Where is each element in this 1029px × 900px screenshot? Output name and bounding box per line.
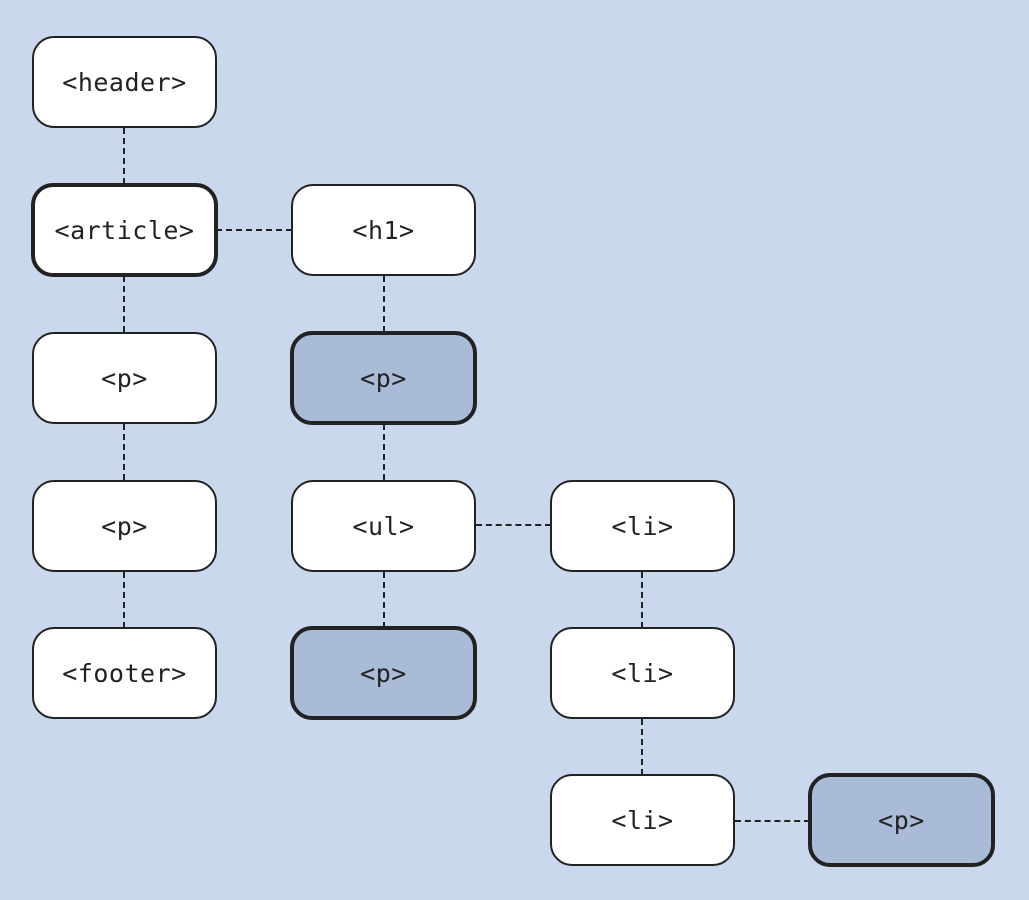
node-footer: <footer>: [32, 627, 217, 719]
connector-li-li-2: [641, 719, 643, 775]
node-li-3: <li>: [550, 774, 735, 866]
node-p-highlighted-2-label: <p>: [360, 658, 407, 688]
connector-ul-p: [383, 572, 385, 628]
node-h1-label: <h1>: [352, 215, 415, 245]
node-footer-label: <footer>: [62, 658, 187, 688]
node-p-1: <p>: [32, 332, 217, 424]
node-p-2: <p>: [32, 480, 217, 572]
node-p-highlighted-2: <p>: [290, 626, 477, 720]
node-header: <header>: [32, 36, 217, 128]
node-header-label: <header>: [62, 67, 187, 97]
node-h1: <h1>: [291, 184, 476, 276]
connector-ul-li: [476, 524, 551, 526]
node-article: <article>: [31, 183, 218, 277]
node-p-1-label: <p>: [101, 363, 148, 393]
node-p-highlighted-1-label: <p>: [360, 363, 407, 393]
node-p-highlighted-3: <p>: [808, 773, 995, 867]
node-li-1: <li>: [550, 480, 735, 572]
connector-li-li-1: [641, 572, 643, 628]
node-li-2-label: <li>: [611, 658, 674, 688]
node-li-2: <li>: [550, 627, 735, 719]
node-p-highlighted-3-label: <p>: [878, 805, 925, 835]
node-li-1-label: <li>: [611, 511, 674, 541]
node-p-2-label: <p>: [101, 511, 148, 541]
connector-header-article: [123, 128, 125, 184]
connector-p-p: [123, 424, 125, 480]
connector-p-ul: [383, 424, 385, 480]
node-article-label: <article>: [54, 215, 195, 245]
connector-p-footer: [123, 572, 125, 628]
connector-article-p: [123, 276, 125, 332]
node-ul-label: <ul>: [352, 511, 415, 541]
connector-h1-p: [383, 276, 385, 332]
node-li-3-label: <li>: [611, 805, 674, 835]
node-p-highlighted-1: <p>: [290, 331, 477, 425]
connector-li-p: [735, 820, 810, 822]
node-ul: <ul>: [291, 480, 476, 572]
connector-article-h1: [216, 229, 292, 231]
